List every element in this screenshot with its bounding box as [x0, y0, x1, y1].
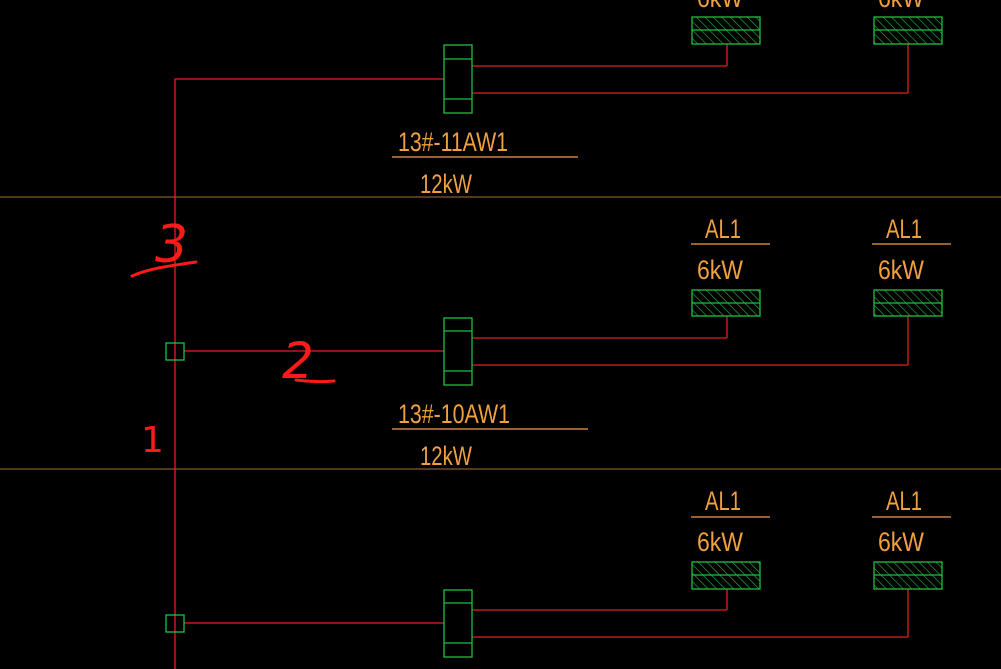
load-power-label: 6kW — [878, 0, 924, 13]
row-3: AL1 6kW AL1 6kW — [165, 486, 951, 658]
distribution-panel-icon[interactable] — [443, 589, 473, 658]
panel-power-label: 12kW — [420, 169, 472, 199]
load-label: AL1 — [886, 214, 922, 244]
load-power-label: 6kW — [697, 0, 743, 13]
lighting-box-icon[interactable] — [873, 561, 943, 590]
lighting-box-icon[interactable] — [691, 16, 761, 45]
lighting-box-icon[interactable] — [873, 289, 943, 317]
load-label: AL1 — [886, 486, 922, 516]
annotation-2-stroke — [294, 378, 336, 384]
row-2: AL1 6kW AL1 6kW 13#-10AW1 12kW — [165, 214, 951, 471]
main-bus-wire — [174, 78, 444, 669]
distribution-panel-icon[interactable] — [443, 317, 473, 386]
load-power-label: 6kW — [878, 527, 924, 557]
lighting-box-icon[interactable] — [691, 289, 761, 317]
handwritten-annotations: 3 2 1 — [130, 215, 336, 461]
row-1: 6kW 6kW 13#-11AW1 12kW — [392, 0, 943, 199]
lighting-box-icon[interactable] — [873, 16, 943, 45]
panel-label: 13#-11AW1 — [398, 127, 508, 157]
load-power-label: 6kW — [697, 255, 743, 285]
load-power-label: 6kW — [697, 527, 743, 557]
junction-box-icon[interactable] — [165, 342, 185, 361]
lighting-box-icon[interactable] — [691, 561, 761, 590]
junction-box-icon[interactable] — [165, 614, 185, 633]
panel-power-label: 12kW — [420, 441, 472, 471]
annotation-1: 1 — [141, 420, 164, 461]
panel-label: 13#-10AW1 — [398, 399, 510, 429]
load-power-label: 6kW — [878, 255, 924, 285]
distribution-panel-icon[interactable] — [443, 44, 473, 114]
load-label: AL1 — [705, 214, 741, 244]
annotation-3-stroke — [130, 260, 198, 278]
load-label: AL1 — [705, 486, 741, 516]
